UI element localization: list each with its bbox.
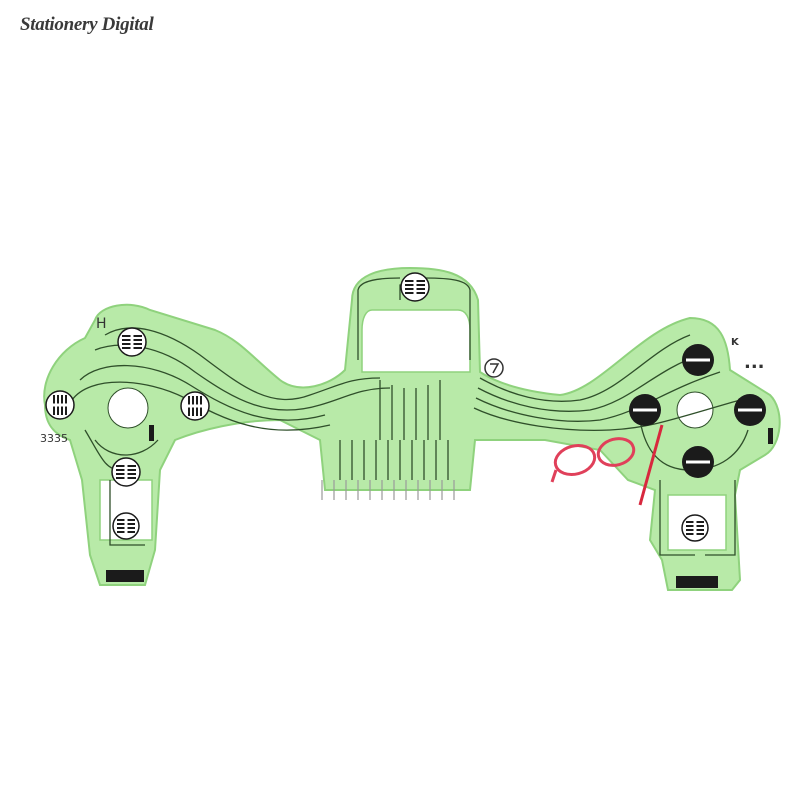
pad-right-top [682, 344, 714, 376]
pad-right-lower [681, 514, 709, 542]
pad-right-bottom [682, 446, 714, 478]
pad-left-top [117, 327, 147, 357]
circled-logo-icon [484, 358, 504, 378]
striped-contact-pads [45, 272, 709, 542]
pad-top [400, 272, 430, 302]
right-center-hole [676, 391, 714, 429]
right-strip [768, 428, 773, 444]
left-connector-tab [106, 570, 144, 582]
label-dots: ... [744, 352, 765, 373]
connector-pins [321, 480, 455, 500]
pad-left-lower [112, 512, 140, 540]
label-code: 3335 [40, 432, 68, 445]
label-h: H [96, 316, 107, 332]
left-center-hole [107, 387, 149, 429]
pad-right-left [629, 394, 661, 426]
watermark-text: Stationery Digital [20, 14, 154, 35]
right-connector-tab [676, 576, 718, 588]
label-k: K [731, 337, 740, 348]
solid-contact-pads [629, 344, 766, 478]
film-outline [43, 266, 781, 591]
pad-left-left [45, 390, 75, 420]
film-body [43, 266, 781, 591]
left-strip [149, 425, 154, 441]
pad-left-bottom [111, 457, 141, 487]
marker-handwriting [550, 424, 664, 506]
pad-right-right [734, 394, 766, 426]
top-tab-cutout [361, 309, 471, 373]
pad-left-right [180, 391, 210, 421]
